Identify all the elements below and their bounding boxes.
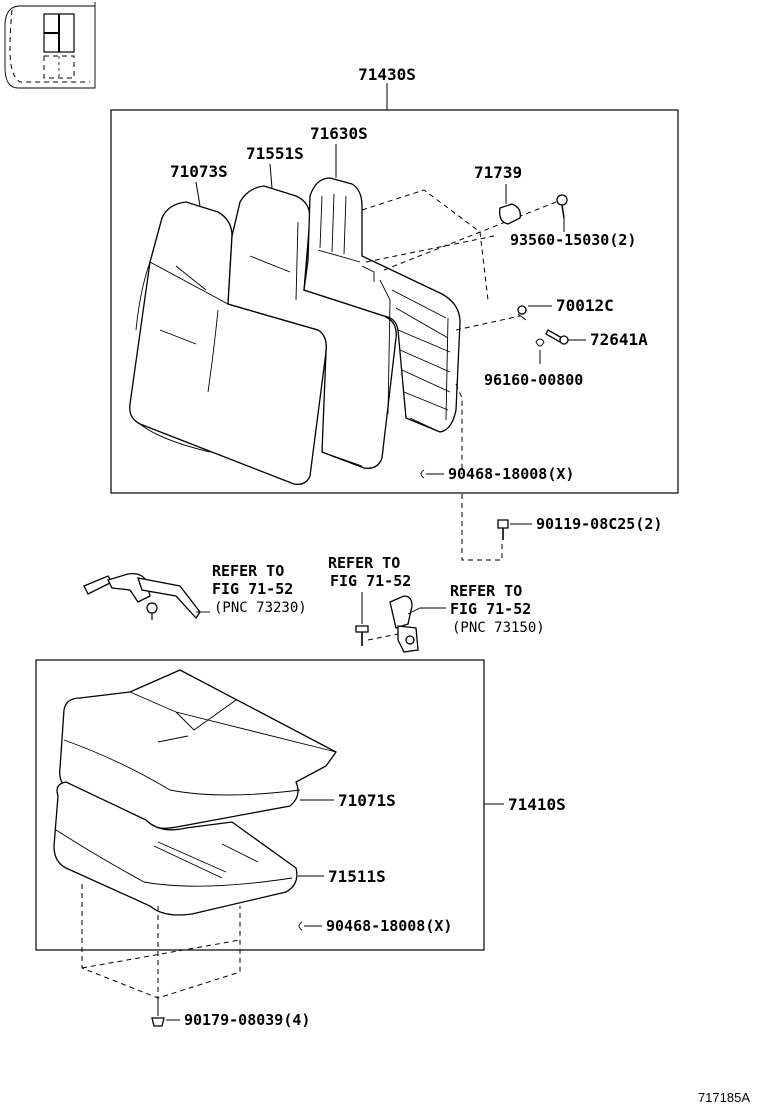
callout-90179: 90179-08039(4) bbox=[184, 1011, 310, 1029]
mount-bolt-part bbox=[497, 519, 509, 540]
ref-left-line1: REFER TO bbox=[212, 562, 284, 580]
seat-back-frame-drawing bbox=[303, 177, 461, 433]
leader-screw bbox=[383, 201, 557, 271]
hog-ring-cushion-part bbox=[298, 921, 303, 931]
seat-back-cover-drawing bbox=[129, 201, 327, 485]
ref-left-line2: FIG 71-52 bbox=[212, 580, 293, 598]
leader-lower bbox=[455, 383, 463, 470]
callout-90119: 90119-08C25(2) bbox=[536, 515, 662, 533]
callout-71410s: 71410S bbox=[508, 795, 566, 814]
callout-93560: 93560-15030(2) bbox=[510, 231, 636, 249]
ref-mid-line2: FIG 71-52 bbox=[330, 572, 411, 590]
floor-bolt-part bbox=[151, 1017, 165, 1027]
callout-71071s: 71071S bbox=[338, 791, 396, 810]
vehicle-locator-icon bbox=[4, 2, 96, 89]
leader-mount-bolt bbox=[461, 494, 503, 561]
clip-part bbox=[517, 305, 527, 321]
callout-72641a: 72641A bbox=[590, 330, 648, 349]
belt-buckle-left-drawing bbox=[83, 572, 201, 620]
callout-71430s: 71430S bbox=[358, 65, 416, 84]
belt-anchor-bolt-drawing bbox=[355, 625, 369, 646]
ref-mid-line1: REFER TO bbox=[328, 554, 400, 572]
ref-left-line3: (PNC 73230) bbox=[214, 600, 307, 616]
callout-70012c: 70012C bbox=[556, 296, 614, 315]
figure-code: 717185A bbox=[698, 1090, 750, 1105]
ref-right-line2: FIG 71-52 bbox=[450, 600, 531, 618]
leader-clip bbox=[455, 315, 521, 331]
ref-right-line1: REFER TO bbox=[450, 582, 522, 600]
leader-hinge-2 bbox=[365, 235, 495, 263]
callout-96160: 96160-00800 bbox=[484, 371, 583, 389]
seat-back-assembly-box bbox=[110, 109, 679, 494]
callout-71739: 71739 bbox=[474, 163, 522, 182]
hog-ring-back-part bbox=[420, 469, 425, 479]
callout-71511s: 71511S bbox=[328, 867, 386, 886]
ref-right-line3: (PNC 73150) bbox=[452, 620, 545, 636]
seat-cushion-pad-drawing bbox=[53, 781, 298, 916]
seat-back-pad-drawing bbox=[227, 185, 397, 469]
leader-hinge bbox=[361, 189, 489, 301]
screw-part bbox=[556, 194, 568, 219]
seat-cushion-assembly-box bbox=[35, 659, 485, 951]
belt-buckle-right-drawing bbox=[389, 595, 419, 653]
callout-90468-back: 90468-18008(X) bbox=[448, 465, 574, 483]
callout-90468-cushion: 90468-18008(X) bbox=[326, 917, 452, 935]
retainer-clip-part bbox=[535, 338, 545, 347]
callout-71630s: 71630S bbox=[310, 124, 368, 143]
callout-71551s: 71551S bbox=[246, 144, 304, 163]
hinge-cap-part bbox=[499, 203, 521, 225]
pin-part bbox=[545, 329, 569, 345]
callout-71073s: 71073S bbox=[170, 162, 228, 181]
